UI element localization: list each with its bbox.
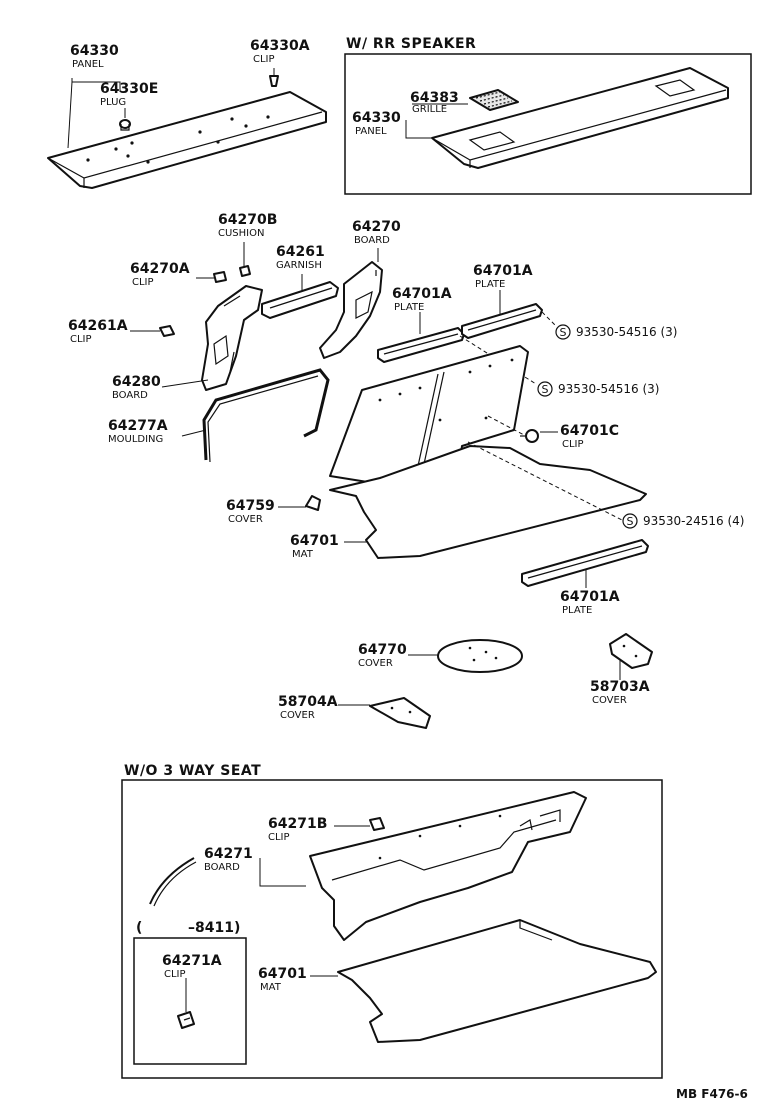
- callout-58703a-num: 58703A: [590, 679, 650, 695]
- callout-64701-bottom-label: MAT: [260, 982, 282, 993]
- callout-64261-num: 64261: [276, 244, 325, 260]
- wo-3way-box: [121, 779, 663, 1079]
- screw-3-text: 93530-24516 (4): [643, 514, 745, 528]
- callout-58704a-num: 58704A: [278, 694, 338, 710]
- callout-64701a-2-label: PLATE: [475, 279, 505, 290]
- callout-64271-label: BOARD: [204, 862, 240, 873]
- speaker-opening-2: [654, 79, 696, 97]
- callout-64701a-1-label: PLATE: [394, 302, 424, 313]
- clip-64270a-icon: [213, 271, 227, 283]
- mat-64701-bottom: [337, 919, 657, 1043]
- callout-64330-rr-label: PANEL: [355, 126, 387, 137]
- garnish-64261: [261, 281, 339, 319]
- screw-symbol-3: [622, 513, 638, 529]
- cover-58704a: [369, 697, 431, 729]
- callout-64770-num: 64770: [358, 642, 407, 658]
- screw-3-symbol: S: [627, 515, 634, 528]
- screw-1-text: 93530-54516 (3): [576, 325, 678, 339]
- clip-64271b-icon: [369, 817, 385, 831]
- grille-64383-icon: [469, 89, 519, 111]
- screw-2-text: 93530-54516 (3): [558, 382, 660, 396]
- screw-symbol-1: [555, 324, 571, 340]
- board-64271-strip: [149, 857, 197, 907]
- date-range-open: (: [136, 920, 142, 936]
- callout-64277a-label: MOULDING: [108, 434, 163, 445]
- callout-64383-num: 64383: [410, 90, 459, 106]
- cover-58703a: [609, 633, 653, 669]
- mat-floor: [329, 445, 647, 559]
- callout-64261a-label: CLIP: [70, 334, 92, 345]
- callout-64280-label: BOARD: [112, 390, 148, 401]
- clip-64271a-icon: [177, 1011, 195, 1029]
- callout-64270b-num: 64270B: [218, 212, 277, 228]
- callout-64701a-1-num: 64701A: [392, 286, 452, 302]
- callout-64271a-num: 64271A: [162, 953, 222, 969]
- side-board-64280: [201, 285, 263, 391]
- screw-2-symbol: S: [542, 383, 549, 396]
- callout-64701c-label: CLIP: [562, 439, 584, 450]
- date-range-end: –8411): [188, 920, 240, 936]
- plug-64330e-icon: [119, 119, 131, 131]
- callout-64270-num: 64270: [352, 219, 401, 235]
- plate-64701a-right: [461, 303, 543, 339]
- plate-64701a-left: [377, 327, 465, 363]
- callout-64330a-label: CLIP: [253, 54, 275, 65]
- plate-64701a-bottom: [521, 539, 649, 587]
- board-64270: [319, 261, 383, 359]
- clip-64701c-icon: [520, 429, 539, 443]
- callout-64701a-2-num: 64701A: [473, 263, 533, 279]
- clip-64330a-icon: [269, 75, 279, 87]
- callout-64330-label: PANEL: [72, 59, 104, 70]
- callout-64770-label: COVER: [358, 658, 393, 669]
- callout-64330-rr-num: 64330: [352, 110, 401, 126]
- callout-64701a-3-label: PLATE: [562, 605, 592, 616]
- panel-rr-speaker-group: [405, 67, 729, 169]
- mat-64701: [329, 345, 647, 559]
- callout-64270a-label: CLIP: [132, 277, 154, 288]
- cover-64770-disk: [437, 639, 523, 673]
- cushion-64270b-icon: [239, 265, 251, 277]
- callout-64330a-num: 64330A: [250, 38, 310, 54]
- callout-64271b-num: 64271B: [268, 816, 327, 832]
- section-rr-speaker-title: W/ RR SPEAKER: [346, 36, 476, 52]
- callout-64271-num: 64271: [204, 846, 253, 862]
- callout-64277a-num: 64277A: [108, 418, 168, 434]
- callout-64701-label: MAT: [292, 549, 314, 560]
- cover-64759-icon: [305, 495, 321, 511]
- callout-64270-label: BOARD: [354, 235, 390, 246]
- clip-64261a-icon: [159, 325, 175, 337]
- moulding-64277a: [202, 368, 330, 463]
- callout-64701c-num: 64701C: [560, 423, 619, 439]
- callout-64701-num: 64701: [290, 533, 339, 549]
- callout-64701-bottom-num: 64701: [258, 966, 307, 982]
- callout-64330e-num: 64330E: [100, 81, 158, 97]
- callout-64759-num: 64759: [226, 498, 275, 514]
- callout-64280-num: 64280: [112, 374, 161, 390]
- callout-58703a-label: COVER: [592, 695, 627, 706]
- speaker-opening-1: [468, 131, 516, 151]
- panel-64330-group: [47, 68, 327, 189]
- callout-64330e-label: PLUG: [100, 97, 126, 108]
- callout-58704a-label: COVER: [280, 710, 315, 721]
- callout-64701a-3-num: 64701A: [560, 589, 620, 605]
- callout-64270a-num: 64270A: [130, 261, 190, 277]
- package-tray-panel: [47, 91, 327, 189]
- callout-64383-label: GRILLE: [412, 104, 447, 115]
- callout-64261a-num: 64261A: [68, 318, 128, 334]
- rr-speaker-box: [344, 53, 752, 195]
- section-wo-3way-title: W/O 3 WAY SEAT: [124, 763, 261, 779]
- figure-code: MB F476-6: [676, 1087, 748, 1101]
- callout-64261-label: GARNISH: [276, 260, 322, 271]
- callout-64271a-label: CLIP: [164, 969, 186, 980]
- date-range-box: [133, 937, 247, 1065]
- screw-symbol-2: [537, 381, 553, 397]
- screw-1-symbol: S: [560, 326, 567, 339]
- callout-64270b-label: CUSHION: [218, 228, 264, 239]
- callout-64271b-label: CLIP: [268, 832, 290, 843]
- board-64271: [309, 791, 587, 941]
- callout-64759-label: COVER: [228, 514, 263, 525]
- rr-speaker-panel: [431, 67, 729, 169]
- callout-64330-num: 64330: [70, 43, 119, 59]
